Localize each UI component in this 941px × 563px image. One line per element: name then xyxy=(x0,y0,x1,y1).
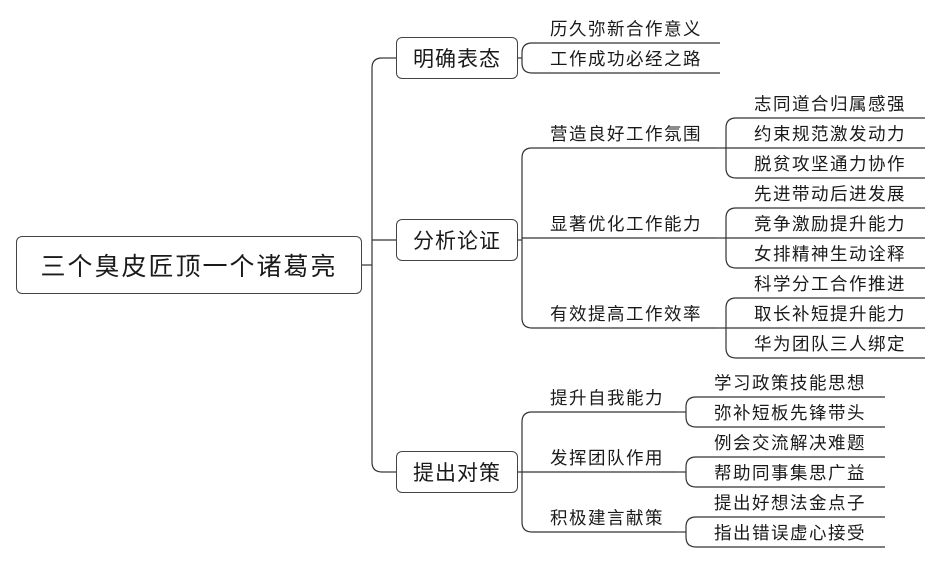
topic-b2-c1[interactable]: 营造良好工作氛围 xyxy=(550,125,702,145)
topic-b3-c2-1[interactable]: 例会交流解决难题 xyxy=(714,434,866,454)
topic-b1-c2[interactable]: 工作成功必经之路 xyxy=(550,50,702,70)
topic-b2-c3[interactable]: 有效提高工作效率 xyxy=(550,305,702,325)
topic-b2-c1-1[interactable]: 志同道合归属感强 xyxy=(754,95,906,115)
topic-b2-c2-2[interactable]: 竞争激励提升能力 xyxy=(754,215,906,235)
branch-node-3[interactable]: 提出对策 xyxy=(396,451,518,493)
topic-b2-c2-3[interactable]: 女排精神生动诠释 xyxy=(754,245,906,265)
topic-b1-c1[interactable]: 历久弥新合作意义 xyxy=(550,20,702,40)
topic-b3-c2-2[interactable]: 帮助同事集思广益 xyxy=(714,464,866,484)
topic-b3-c1-2[interactable]: 弥补短板先锋带头 xyxy=(714,404,866,424)
branch-node-1[interactable]: 明确表态 xyxy=(396,37,518,79)
topic-b3-c3-1[interactable]: 提出好想法金点子 xyxy=(714,494,866,514)
root-node[interactable]: 三个臭皮匠顶一个诸葛亮 xyxy=(16,236,362,294)
topic-b3-c1-1[interactable]: 学习政策技能思想 xyxy=(714,374,866,394)
topic-b2-c2-1[interactable]: 先进带动后进发展 xyxy=(754,185,906,205)
topic-b3-c3[interactable]: 积极建言献策 xyxy=(550,509,664,529)
branch-node-2[interactable]: 分析论证 xyxy=(396,219,518,261)
topic-b2-c2[interactable]: 显著优化工作能力 xyxy=(550,215,702,235)
topic-b3-c2[interactable]: 发挥团队作用 xyxy=(550,449,664,469)
topic-b2-c3-3[interactable]: 华为团队三人绑定 xyxy=(754,335,906,355)
topic-b3-c1[interactable]: 提升自我能力 xyxy=(550,389,664,409)
topic-b2-c3-2[interactable]: 取长补短提升能力 xyxy=(754,305,906,325)
connector-trunk xyxy=(371,57,383,473)
topic-b2-c1-3[interactable]: 脱贫攻坚通力协作 xyxy=(754,155,906,175)
topic-b2-c1-2[interactable]: 约束规范激发动力 xyxy=(754,125,906,145)
topic-b2-c3-1[interactable]: 科学分工合作推进 xyxy=(754,275,906,295)
topic-b3-c3-2[interactable]: 指出错误虚心接受 xyxy=(714,524,866,544)
